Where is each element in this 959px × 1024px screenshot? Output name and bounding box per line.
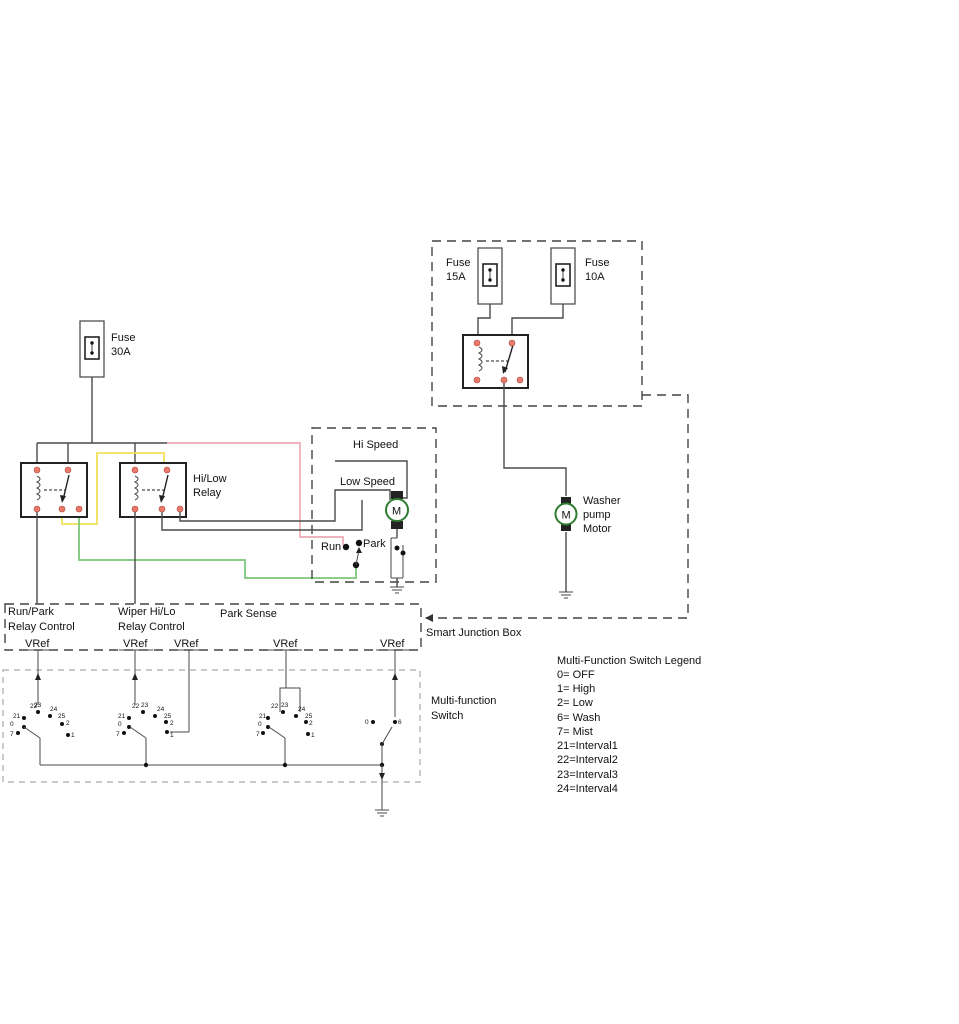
sw3-pos-0: 0 <box>258 721 262 728</box>
fuse-15a-label: Fuse <box>446 257 470 269</box>
sw2-pos-24: 24 <box>157 706 165 713</box>
legend-item: 0= OFF <box>557 669 595 681</box>
sw1-pos-21: 21 <box>13 713 21 720</box>
park-label: Park <box>363 538 386 550</box>
sw1-pos-25: 25 <box>58 713 66 720</box>
switch-group-4: 0 6 <box>365 650 402 765</box>
sw3-pos-21: 21 <box>259 713 267 720</box>
vref-label-4: VRef <box>273 638 298 650</box>
legend-item: 23=Interval3 <box>557 769 618 781</box>
fuse-30a <box>79 320 105 378</box>
sw1-pos-24: 24 <box>50 706 58 713</box>
legend-item: 6= Wash <box>557 712 600 724</box>
run-label: Run <box>321 541 341 553</box>
multifunction-label-1: Multi-function <box>431 695 496 707</box>
sw2-pos-21: 21 <box>118 713 126 720</box>
sw3-pos-24: 24 <box>298 706 306 713</box>
washer-pump-motor: M <box>554 497 578 531</box>
sw2-pos-25: 25 <box>164 713 172 720</box>
sw3-pos-22: 22 <box>271 703 279 710</box>
run-park-label-1: Run/Park <box>8 606 54 618</box>
switch-group-3: 22 23 24 21 25 0 2 7 1 <box>256 650 315 765</box>
washer-relay <box>462 334 529 389</box>
hi-low-relay <box>119 462 187 518</box>
pink-run-wire <box>167 442 344 545</box>
motor-ground-symbol <box>390 586 404 594</box>
vref-label-3: VRef <box>174 638 199 650</box>
legend-item: 24=Interval4 <box>557 783 618 795</box>
fuse-10a-rating: 10A <box>585 271 605 283</box>
wiper-motor-symbol: M <box>392 506 401 518</box>
multifunction-label-2: Switch <box>431 710 463 722</box>
hi-low-relay-label-1: Hi/Low <box>193 473 227 485</box>
sw3-pos-7: 7 <box>256 731 260 738</box>
washer-pump-label-2: pump <box>583 509 611 521</box>
sw1-pos-0: 0 <box>10 721 14 728</box>
legend-title: Multi-Function Switch Legend <box>557 655 701 667</box>
sw1-pos-7: 7 <box>10 731 14 738</box>
vref-label-1: VRef <box>25 638 50 650</box>
sw3-pos-2: 2 <box>309 720 313 727</box>
sw2-pos-2: 2 <box>170 720 174 727</box>
sw3-pos-25: 25 <box>305 713 313 720</box>
sw1-pos-22: 22 <box>30 703 38 710</box>
switch-legend: Multi-Function Switch Legend 0= OFF 1= H… <box>557 655 701 795</box>
legend-item: 2= Low <box>557 697 593 709</box>
park-switch <box>390 537 406 579</box>
run-park-relay <box>20 462 88 518</box>
park-contact <box>355 539 363 547</box>
green-park-sense-wire <box>78 512 357 579</box>
sw1-pos-1: 1 <box>71 732 75 739</box>
legend-item: 7= Mist <box>557 726 593 738</box>
park-sense-label: Park Sense <box>220 608 277 620</box>
fuse-15a <box>477 247 503 305</box>
legend-item: 21=Interval1 <box>557 740 618 752</box>
wiper-motor-enclosure <box>311 427 437 583</box>
washer-pump-label-1: Washer <box>583 495 621 507</box>
washer-pump-label-3: Motor <box>583 523 611 535</box>
fuse-10a <box>550 247 576 305</box>
washer-ground-symbol <box>559 591 573 599</box>
washer-motor-symbol: M <box>562 510 571 522</box>
hi-low-relay-label-2: Relay <box>193 487 222 499</box>
switch-group-2: 22 23 24 21 25 0 2 7 1 <box>116 650 190 765</box>
sw1-pos-2: 2 <box>66 720 70 727</box>
arrow-to-sjb <box>425 614 433 622</box>
run-park-label-2: Relay Control <box>8 621 75 633</box>
fuse-30a-rating: 30A <box>111 346 131 358</box>
sw2-pos-22: 22 <box>132 703 140 710</box>
switch-ground-symbol <box>375 809 389 817</box>
wiper-hilo-label-2: Relay Control <box>118 621 185 633</box>
fuse-15a-rating: 15A <box>446 271 466 283</box>
sw2-pos-7: 7 <box>116 731 120 738</box>
low-speed-label: Low Speed <box>340 476 395 488</box>
sw2-pos-1: 1 <box>170 732 174 739</box>
sw1-pos-23: 23 <box>34 702 42 709</box>
wiper-hilo-label-1: Wiper Hi/Lo <box>118 606 175 618</box>
sw4-pos-6: 6 <box>398 719 402 726</box>
hi-speed-label: Hi Speed <box>353 439 398 451</box>
fuse-30a-label: Fuse <box>111 332 135 344</box>
switch-group-1: 22 23 24 21 25 0 2 7 1 <box>10 650 75 765</box>
vref-label-5: VRef <box>380 638 405 650</box>
washer-fuse-enclosure <box>431 240 643 407</box>
smart-junction-box <box>4 603 422 651</box>
sw2-pos-23: 23 <box>141 702 149 709</box>
legend-item: 22=Interval2 <box>557 754 618 766</box>
vref-label-2: VRef <box>123 638 148 650</box>
washer-to-sjb-link <box>426 394 689 619</box>
sw4-pos-0: 0 <box>365 719 369 726</box>
multifunction-switch-enclosure <box>2 669 421 783</box>
sw2-pos-0: 0 <box>118 721 122 728</box>
smart-junction-box-label: Smart Junction Box <box>426 627 522 639</box>
sw3-pos-1: 1 <box>311 732 315 739</box>
fuse-10a-label: Fuse <box>585 257 609 269</box>
sw3-pos-23: 23 <box>281 702 289 709</box>
legend-item: 1= High <box>557 683 595 695</box>
wiper-motor: M <box>385 491 409 529</box>
yellow-wire <box>61 452 165 525</box>
run-contact <box>342 543 350 551</box>
